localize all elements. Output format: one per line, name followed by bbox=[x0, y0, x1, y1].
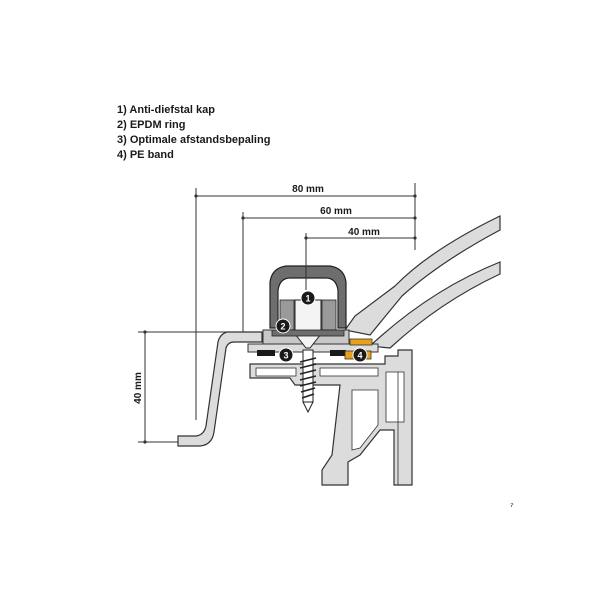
marker-2: 2 bbox=[275, 318, 291, 334]
profile-chamber-3 bbox=[351, 389, 379, 451]
marker-3-label: 3 bbox=[283, 351, 288, 361]
profile-chamber-2 bbox=[319, 367, 379, 377]
pe-band-top bbox=[349, 338, 373, 346]
marker-3: 3 bbox=[278, 347, 294, 363]
dimension-80mm: 80 mm bbox=[292, 184, 324, 195]
dimension-40mm: 40 mm bbox=[348, 227, 380, 238]
corner-mark: ˀ bbox=[510, 501, 514, 513]
marker-1-label: 1 bbox=[305, 294, 310, 304]
screw-thread bbox=[299, 357, 317, 399]
marker-4-label: 4 bbox=[357, 351, 362, 361]
glazing-inner-wall bbox=[368, 261, 501, 349]
legend-item-1: 1) Anti-diefstal kap bbox=[117, 104, 215, 116]
left-flashing bbox=[177, 331, 263, 447]
dimension-60mm: 60 mm bbox=[320, 206, 352, 217]
cap-insert-right bbox=[321, 299, 337, 331]
cap-base bbox=[271, 329, 345, 337]
profile-chamber-1 bbox=[255, 367, 297, 377]
legend-item-4: 4) PE band bbox=[117, 149, 174, 161]
marker-4: 4 bbox=[352, 347, 368, 363]
glazing-panel bbox=[343, 215, 501, 336]
dimension-40mm-vertical: 40 mm bbox=[133, 372, 144, 404]
legend: 1) Anti-diefstal kap 2) EPDM ring 3) Opt… bbox=[117, 103, 270, 163]
marker-1: 1 bbox=[300, 290, 316, 306]
dimension-ticks bbox=[143, 194, 417, 444]
legend-item-2: 2) EPDM ring bbox=[117, 119, 186, 131]
spacer-left bbox=[257, 350, 275, 356]
legend-item-3: 3) Optimale afstandsbepaling bbox=[117, 134, 271, 146]
marker-2-label: 2 bbox=[280, 322, 285, 332]
spacer-right bbox=[330, 350, 346, 356]
screw-tip bbox=[302, 401, 314, 414]
profile-chamber-4 bbox=[385, 371, 405, 423]
